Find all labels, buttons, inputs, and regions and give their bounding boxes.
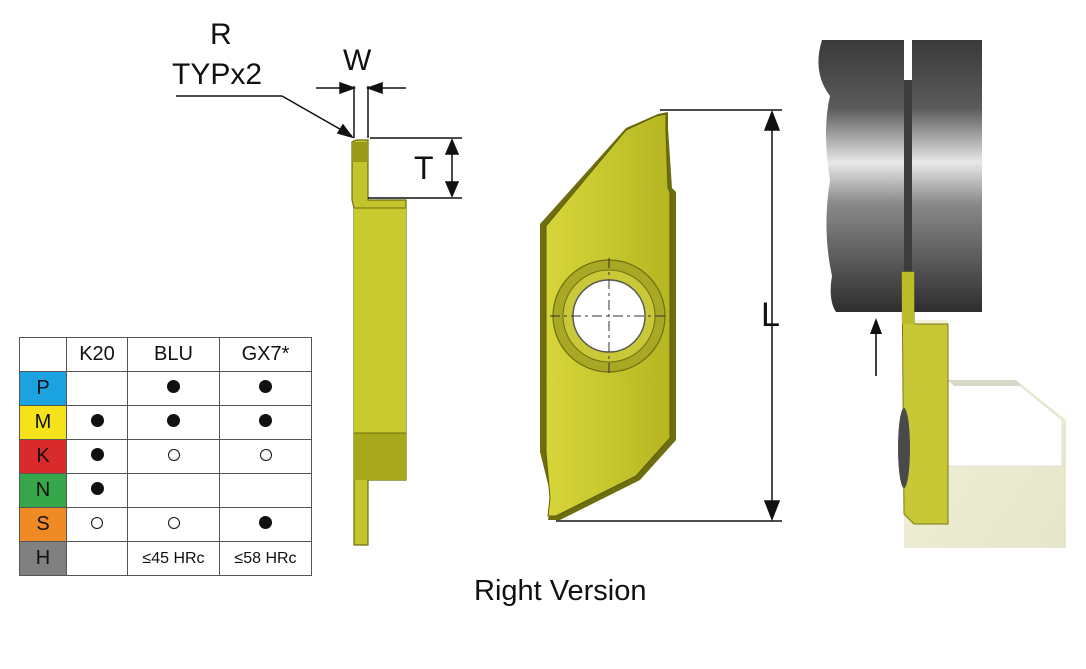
- material-code-s: S: [19, 507, 67, 542]
- open-circle-icon: [91, 516, 103, 529]
- front-view-insert: [540, 112, 676, 520]
- filled-dot-icon: [90, 481, 104, 495]
- radius-leader: [176, 95, 354, 139]
- recommended-dot: [66, 473, 128, 508]
- table-row: H ≤45 HRc≤58 HRc: [19, 541, 312, 576]
- filled-dot-icon: [259, 413, 272, 427]
- material-code-h: H: [19, 541, 67, 576]
- empty-cell: [66, 371, 128, 406]
- table-row: P: [19, 371, 312, 406]
- filled-dot-icon: [90, 447, 104, 461]
- filled-dot-icon: [259, 379, 272, 393]
- empty-cell: [66, 541, 128, 576]
- recommended-dot: [219, 507, 312, 542]
- table-row: M: [19, 405, 312, 440]
- filled-dot-icon: [167, 379, 180, 393]
- table-row: K: [19, 439, 312, 474]
- material-code-k: K: [19, 439, 67, 474]
- recommended-dot: [219, 371, 312, 406]
- radius-note: TYPx2: [172, 58, 263, 91]
- header-k20: K20: [66, 337, 128, 372]
- width-dimension: [316, 81, 406, 138]
- suitable-ring: [127, 507, 220, 542]
- recommended-dot: [66, 405, 128, 440]
- material-code-m: M: [19, 405, 67, 440]
- hardness-limit: ≤58 HRc: [219, 541, 312, 576]
- suitable-ring: [127, 439, 220, 474]
- hardness-limit: ≤45 HRc: [127, 541, 220, 576]
- table-row: S: [19, 507, 312, 542]
- material-code-p: P: [19, 371, 67, 406]
- suitable-ring: [66, 507, 128, 542]
- length-dimension: [556, 109, 782, 522]
- empty-cell: [127, 473, 220, 508]
- application-view: [818, 40, 1066, 548]
- filled-dot-icon: [259, 515, 272, 529]
- width-label: W: [343, 44, 372, 77]
- recommended-dot: [66, 439, 128, 474]
- caption: Right Version: [474, 575, 647, 607]
- table-header-row: K20 BLU GX7*: [19, 337, 312, 372]
- header-blu: BLU: [127, 337, 220, 372]
- header-corner: [19, 337, 67, 372]
- side-view-insert: [351, 139, 407, 546]
- radius-label: R: [210, 18, 232, 51]
- material-code-n: N: [19, 473, 67, 508]
- length-label: L: [761, 296, 780, 334]
- recommended-dot: [127, 405, 220, 440]
- filled-dot-icon: [90, 413, 104, 427]
- thickness-dimension: [368, 137, 462, 199]
- open-circle-icon: [167, 448, 180, 461]
- table-row: N: [19, 473, 312, 508]
- thickness-label: T: [414, 150, 434, 186]
- empty-cell: [219, 473, 312, 508]
- filled-dot-icon: [167, 413, 180, 427]
- header-gx7: GX7*: [219, 337, 312, 372]
- recommended-dot: [219, 405, 312, 440]
- open-circle-icon: [259, 448, 272, 461]
- recommended-dot: [127, 371, 220, 406]
- open-circle-icon: [167, 516, 180, 529]
- suitable-ring: [219, 439, 312, 474]
